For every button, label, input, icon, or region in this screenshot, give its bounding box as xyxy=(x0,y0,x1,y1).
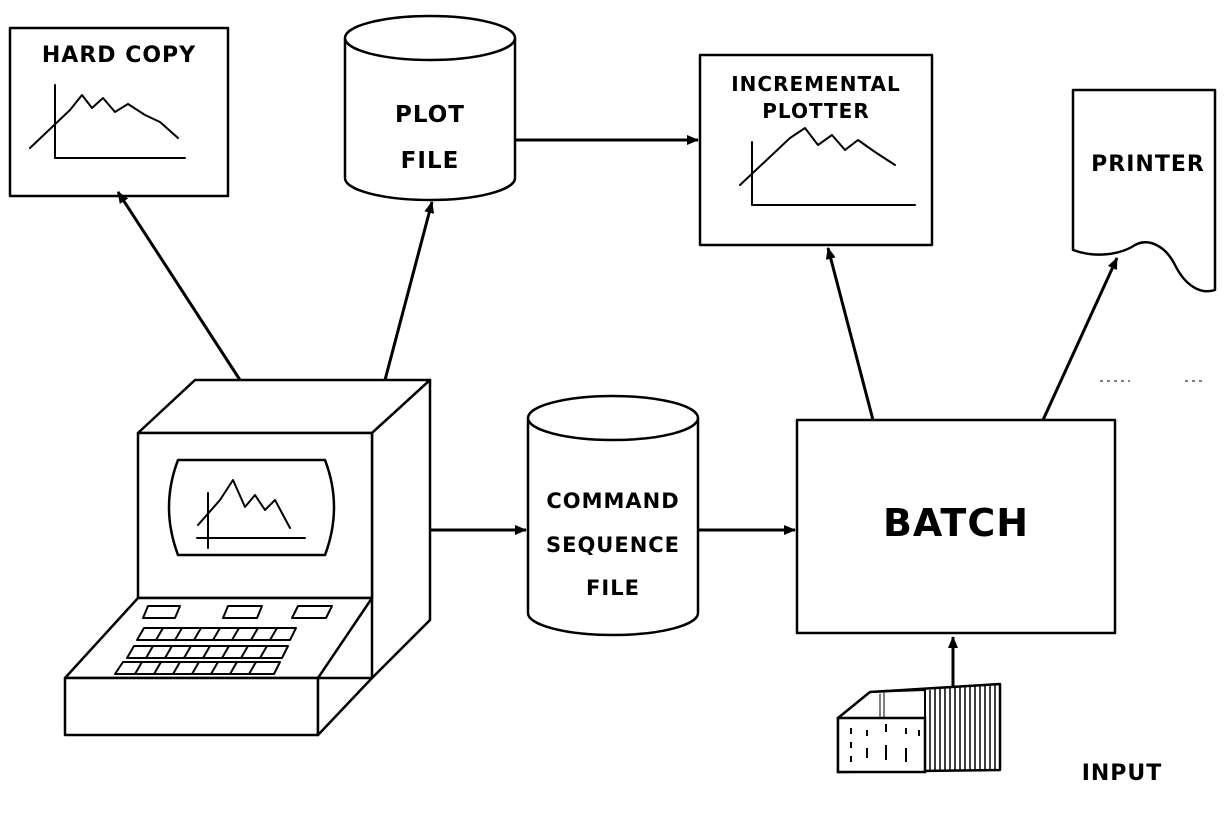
hard-copy-graph-icon xyxy=(29,84,186,159)
arrow-batch-to-printer xyxy=(1041,257,1119,421)
command-sequence-file-cylinder-body xyxy=(526,418,700,637)
command-sequence-file-node: COMMAND SEQUENCE FILE xyxy=(526,394,700,637)
plot-file-cylinder-body xyxy=(343,38,517,202)
terminal-screen xyxy=(167,458,336,557)
printer-paper-shape xyxy=(1071,88,1217,293)
keyboard-keys xyxy=(114,627,297,675)
input-label: INPUT xyxy=(1082,761,1163,786)
input-card-deck-icon: INPUT xyxy=(836,682,1163,786)
arrow-terminal-to-plot-file xyxy=(383,201,435,381)
plot-file-node: PLOT FILE xyxy=(343,14,517,202)
incremental-plotter-label-line1: INCREMENTAL xyxy=(731,72,901,96)
incremental-plotter-node: INCREMENTAL PLOTTER xyxy=(698,53,934,247)
flow-arrows xyxy=(116,135,1119,688)
command-sequence-file-label-line3: FILE xyxy=(586,576,640,600)
hard-copy-node: HARD COPY xyxy=(8,26,230,198)
command-sequence-file-label-line2: SEQUENCE xyxy=(546,533,680,557)
command-sequence-file-cylinder-top xyxy=(526,394,700,442)
terminal-computer-icon xyxy=(63,378,432,737)
arrow-terminal-to-hard-copy xyxy=(116,191,242,381)
batch-frame xyxy=(795,418,1117,635)
plot-file-label-line2: FILE xyxy=(401,148,460,174)
command-sequence-file-label-line1: COMMAND xyxy=(546,489,679,513)
batch-node: BATCH xyxy=(795,418,1117,635)
plot-file-cylinder-top xyxy=(343,14,517,62)
batch-label: BATCH xyxy=(883,501,1029,545)
plot-file-label-line1: PLOT xyxy=(395,102,465,128)
incremental-plotter-label-line2: PLOTTER xyxy=(762,99,870,123)
hard-copy-frame xyxy=(8,26,230,198)
incremental-plotter-frame xyxy=(698,53,934,247)
incremental-plotter-graph-icon xyxy=(739,127,916,206)
hard-copy-label: HARD COPY xyxy=(42,43,196,68)
printer-node: PRINTER xyxy=(1071,88,1217,293)
printer-label: PRINTER xyxy=(1091,152,1205,177)
arrow-batch-to-incremental-plotter xyxy=(825,247,875,421)
